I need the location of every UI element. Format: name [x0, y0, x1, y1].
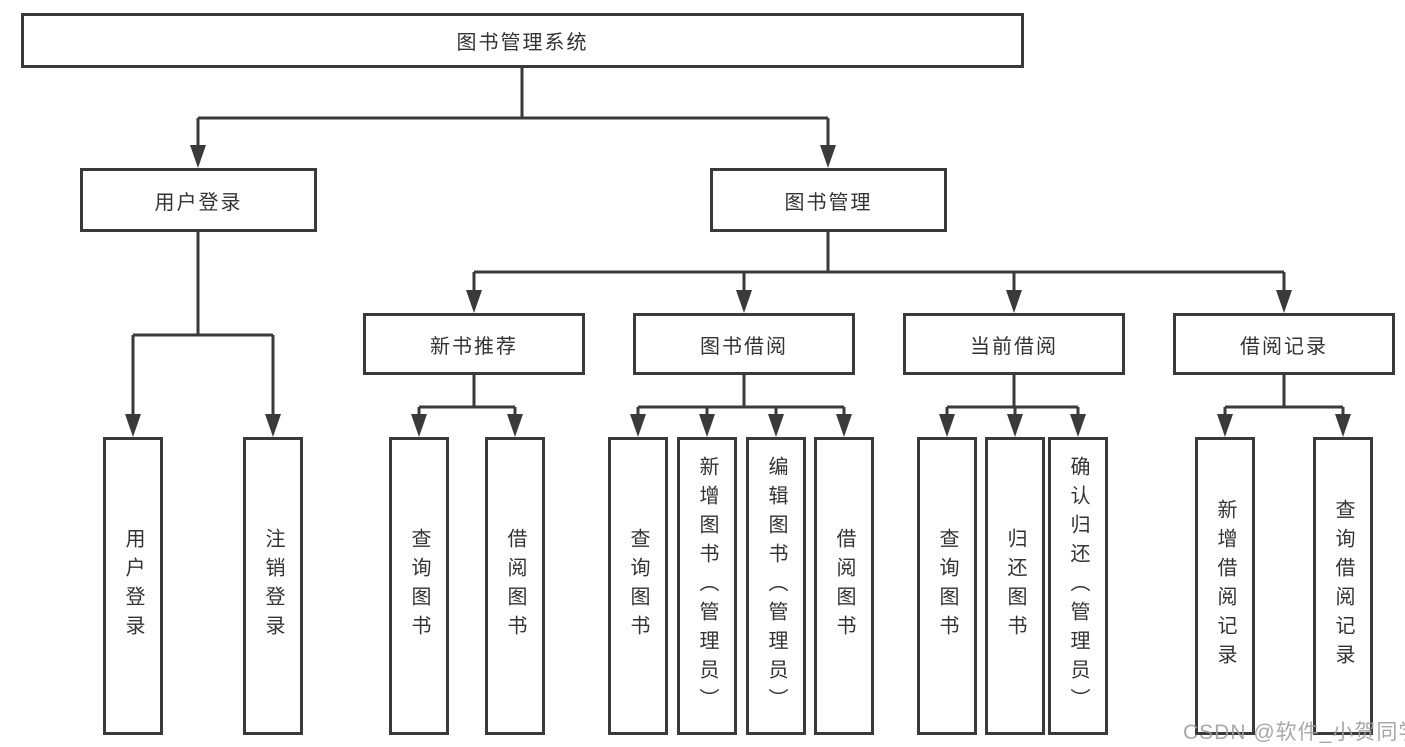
leaf-edit-books-admin: 编辑图书（管理员） [746, 437, 806, 735]
node-user-login: 用户登录 [80, 168, 317, 232]
node-new-book-recommendation: 新书推荐 [363, 313, 585, 375]
leaf-label: 新增图书（管理员） [696, 455, 718, 717]
leaf-logout: 注销登录 [243, 437, 303, 735]
node-label: 图书管理系统 [456, 32, 589, 54]
node-label: 图书管理 [784, 191, 873, 214]
node-current-borrowing: 当前借阅 [903, 313, 1125, 375]
node-label: 用户登录 [154, 191, 243, 214]
leaf-query-borrow-record: 查询借阅记录 [1313, 437, 1373, 735]
leaf-confirm-return-admin: 确认归还（管理员） [1048, 437, 1108, 735]
node-book-borrowing: 图书借阅 [633, 313, 855, 375]
node-borrowing-records: 借阅记录 [1173, 313, 1395, 375]
leaf-label: 用户登录 [122, 528, 144, 644]
leaf-label: 查询借阅记录 [1332, 499, 1354, 673]
node-book-management: 图书管理 [710, 168, 947, 232]
leaf-label: 借阅图书 [504, 528, 526, 644]
node-label: 图书借阅 [700, 335, 788, 358]
leaf-return-books: 归还图书 [985, 437, 1045, 735]
leaf-query-books-recommend: 查询图书 [389, 437, 449, 735]
leaf-label: 新增借阅记录 [1214, 499, 1236, 673]
leaf-label: 借阅图书 [833, 528, 855, 644]
leaf-label: 查询图书 [936, 528, 958, 644]
leaf-borrow-books: 借阅图书 [814, 437, 874, 735]
leaf-label: 确认归还（管理员） [1067, 455, 1089, 717]
leaf-query-books-current: 查询图书 [917, 437, 977, 735]
csdn-watermark: CSDN @软件_小贺同学 [1183, 721, 1405, 744]
leaf-query-books-borrow: 查询图书 [608, 437, 668, 735]
leaf-label: 归还图书 [1004, 528, 1026, 644]
leaf-add-borrow-record: 新增借阅记录 [1195, 437, 1255, 735]
leaf-label: 编辑图书（管理员） [765, 455, 787, 717]
leaf-borrow-books-recommend: 借阅图书 [485, 437, 545, 735]
node-label: 新书推荐 [430, 335, 518, 358]
node-label: 借阅记录 [1240, 335, 1328, 358]
leaf-label: 注销登录 [262, 528, 284, 644]
leaf-label: 查询图书 [408, 528, 430, 644]
leaf-user-login: 用户登录 [103, 437, 163, 735]
node-library-management-system: 图书管理系统 [21, 13, 1024, 68]
node-label: 当前借阅 [970, 335, 1058, 358]
leaf-label: 查询图书 [627, 528, 649, 644]
leaf-add-books-admin: 新增图书（管理员） [677, 437, 737, 735]
